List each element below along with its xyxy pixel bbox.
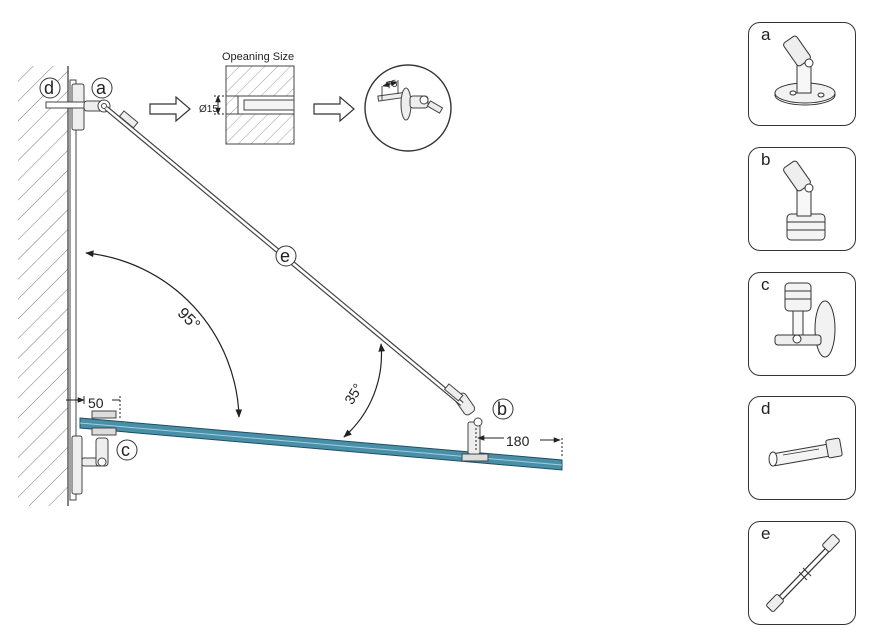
dimension-180 [475,428,563,458]
svg-text:a: a [96,78,107,98]
angle-95-label: 95° [174,305,203,334]
callout-e: e [275,245,297,267]
hole-diameter-label: Ø15 [199,104,218,115]
wall [18,66,77,506]
part-card-b: b [748,147,856,251]
svg-text:c: c [121,440,130,460]
part-card-a: a [748,22,856,126]
flow-arrow-2 [313,95,355,123]
svg-text:b: b [497,399,507,419]
callout-d: d [39,77,61,99]
callout-b: b [492,398,514,420]
svg-text:d: d [44,78,54,98]
part-letter-d: d [761,399,771,418]
part-card-e: e [748,521,856,625]
part-letter-b: b [761,150,771,169]
dimension-50-label: 50 [88,395,104,411]
angle-35-label: 35° [341,381,366,407]
lower-wall-clamp-icon [774,282,836,358]
svg-text:e: e [280,246,290,266]
opening-size-label: Opeaning Size [222,51,294,63]
opening-size-detail [214,65,295,145]
callout-c: c [116,439,138,461]
anchor-bolt-icon [768,437,843,467]
angle-35-arc [343,343,386,438]
part-letter-a: a [761,25,771,44]
part-card-d: d [748,396,856,500]
tension-rod-icon [766,534,840,612]
glass-panel [79,417,563,471]
part-letter-c: c [761,275,770,294]
angle-95-arc [85,250,243,418]
callout-a: a [91,77,113,99]
detail-circle [364,64,452,152]
top-wall-fitting [45,83,111,131]
glass-clamp-fitting-icon [783,160,826,241]
dimension-50 [66,396,121,420]
flow-arrow-1 [149,95,191,123]
dimension-180-label: 180 [506,433,530,449]
wall-mount-fitting-icon [774,35,836,106]
part-card-c: c [748,272,856,376]
part-letter-e: e [761,524,771,543]
depth-label: 75 [385,78,399,92]
